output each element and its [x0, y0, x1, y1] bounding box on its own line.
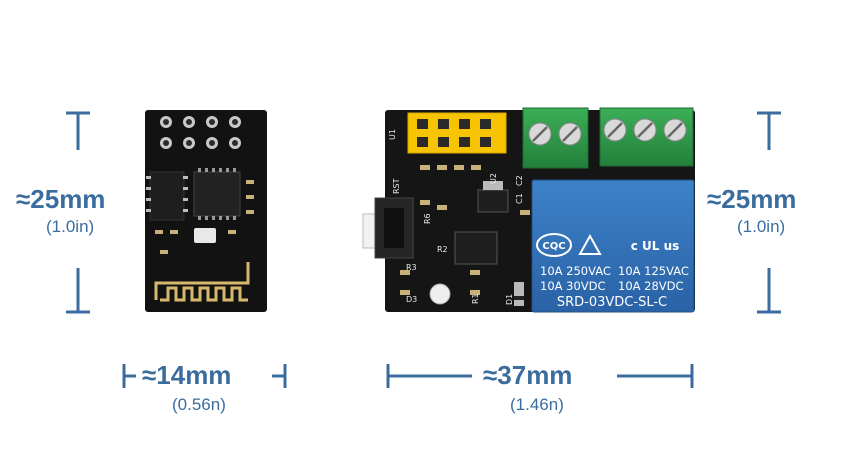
esp-pcb-antenna	[154, 262, 250, 302]
relay-width-marker	[386, 364, 694, 388]
warning-triangle-icon	[578, 233, 602, 255]
silk-d1: D1	[505, 294, 514, 305]
esp-soc-chip	[193, 171, 241, 217]
optocoupler	[454, 231, 498, 265]
relay-board	[362, 107, 695, 313]
relay-height-marker	[757, 111, 781, 314]
relay-height-sublabel: (1.0in)	[737, 217, 786, 236]
silk-r1: R1	[471, 293, 480, 304]
relay-rating-right-1: 10A 125VAC	[618, 264, 689, 278]
esp-flash-chip	[149, 171, 185, 221]
esp-width-marker	[122, 364, 287, 388]
silk-c1: C1	[515, 193, 524, 204]
relay-height-label: ≈25mm	[707, 184, 797, 214]
screw-terminal-3pin	[599, 107, 694, 167]
silk-u1: U1	[388, 129, 397, 140]
relay-rating-left-1: 10A 250VAC	[540, 264, 611, 278]
rst-button	[362, 197, 414, 259]
relay-width-label: ≈37mm	[483, 360, 573, 390]
relay-cert: c UL us	[631, 239, 680, 253]
esp-height-marker	[66, 111, 90, 314]
esp-width-sublabel: (0.56n)	[172, 395, 226, 414]
esp-height-label: ≈25mm	[16, 184, 106, 214]
screw-terminal-2pin	[522, 107, 589, 169]
silk-c2: C2	[515, 175, 524, 186]
status-led	[429, 283, 451, 305]
silk-r6: R6	[423, 213, 432, 224]
relay-model: SRD-03VDC-SL-C	[557, 295, 667, 310]
silk-d3: D3	[406, 295, 417, 304]
cqc-logo	[536, 233, 572, 257]
silk-r3: R3	[406, 263, 417, 272]
silk-u2: U2	[489, 173, 498, 184]
relay-rating-left-2: 10A 30VDC	[540, 279, 606, 293]
regulator-u2	[477, 189, 509, 213]
relay-width-sublabel: (1.46n)	[510, 395, 564, 414]
esp-header-pins	[160, 116, 241, 149]
yellow-header-socket	[407, 112, 507, 154]
esp-height-sublabel: (1.0in)	[46, 217, 95, 236]
silk-r2: R2	[437, 245, 448, 254]
esp01-module	[145, 110, 267, 312]
diode	[514, 282, 524, 306]
relay-rating-right-2: 10A 28VDC	[618, 279, 684, 293]
silk-rst: RST	[392, 178, 401, 194]
relay-brand: CQC	[542, 241, 565, 252]
relay-cube	[531, 179, 695, 313]
esp-width-label: ≈14mm	[142, 360, 232, 390]
esp-crystal	[194, 228, 216, 243]
